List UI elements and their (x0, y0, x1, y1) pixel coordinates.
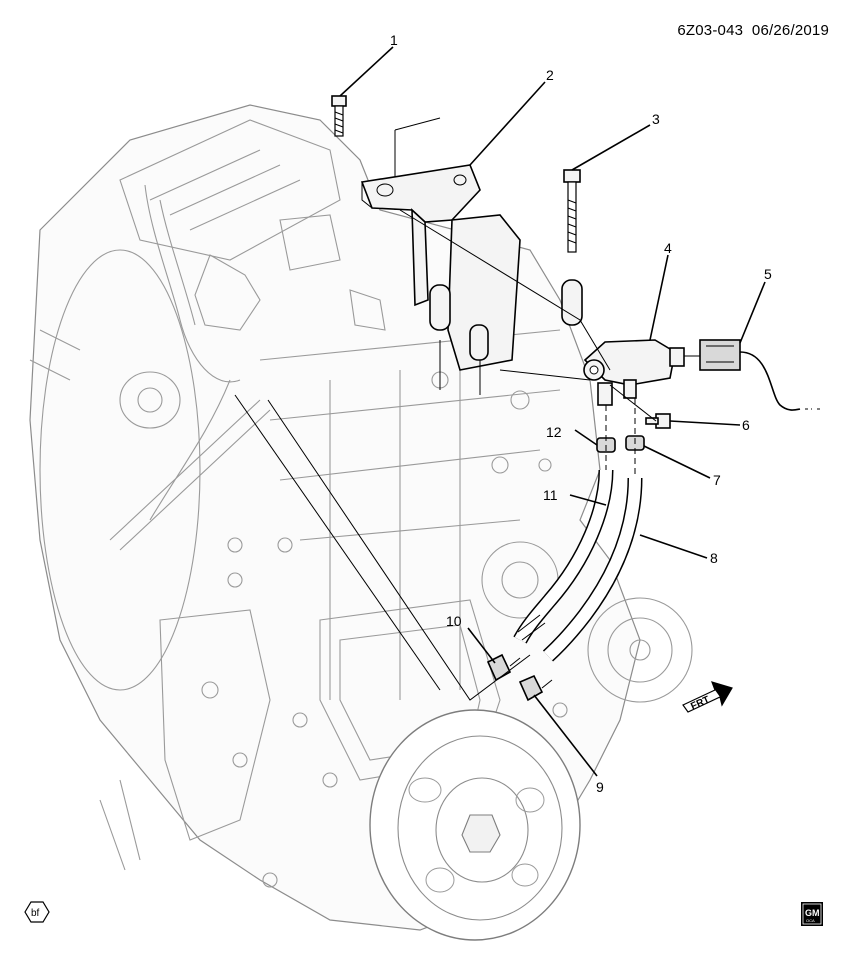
gm-logo: GM OCA (801, 902, 823, 926)
part-4-pressure-sensor (583, 339, 685, 406)
leader-lines (339, 46, 766, 777)
part-5-harness-connector (684, 339, 822, 411)
part-2-bracket (360, 117, 521, 395)
callout-6: 6 (742, 417, 750, 433)
callout-7: 7 (713, 472, 721, 488)
front-arrow-label: FRT (689, 695, 711, 713)
gm-logo-subtext: OCA (806, 918, 815, 923)
diagram-id: 6Z03-043 (677, 22, 744, 39)
callout-3: 3 (652, 111, 660, 127)
crankshaft-pulley (369, 709, 581, 941)
callout-9: 9 (596, 779, 604, 795)
part-1-bolt (331, 95, 347, 137)
front-direction-arrow: FRT (682, 681, 733, 713)
gm-logo-text: GM (805, 908, 820, 918)
callout-1: 1 (390, 32, 398, 48)
bf-badge: bf (24, 901, 50, 923)
callout-10: 10 (446, 613, 462, 629)
part-8-hose (542, 477, 643, 662)
callout-12: 12 (546, 424, 562, 440)
part-11-hose (513, 469, 614, 644)
part-6-bolt (609, 384, 671, 429)
callout-4: 4 (664, 240, 672, 256)
diagram-header: 6Z03-043 06/26/2019 (677, 22, 829, 39)
part-9-clip (518, 674, 553, 702)
diagram-date: 06/26/2019 (751, 22, 829, 39)
bf-badge-label: bf (31, 908, 40, 919)
callout-11: 11 (543, 487, 558, 503)
callout-5: 5 (764, 266, 772, 282)
callout-2: 2 (546, 67, 554, 83)
part-3-long-bolt (561, 169, 583, 326)
callout-8: 8 (710, 550, 718, 566)
